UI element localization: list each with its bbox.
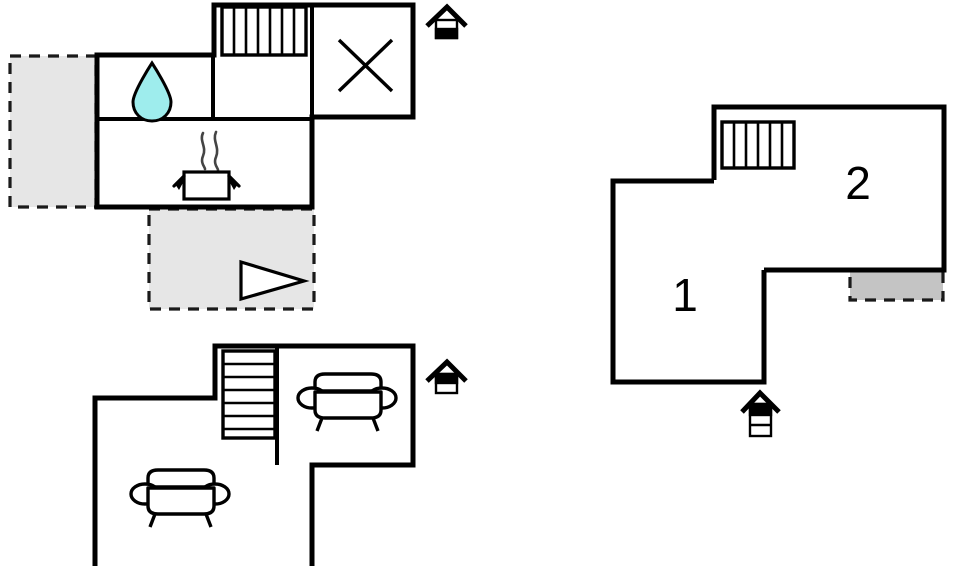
stairs-icon-lower [221, 349, 277, 440]
room-block-east [312, 4, 414, 117]
floor-1-outline [610, 178, 767, 385]
house-entrance-icon-lower [425, 358, 468, 395]
stairs-icon-overview [720, 120, 796, 170]
lower-floor-outer-wall [92, 343, 416, 566]
terrace-overview [848, 268, 945, 302]
cooking-pot-icon [172, 130, 241, 201]
plan-overview: 1 2 [610, 104, 947, 438]
x-cross-icon [337, 38, 394, 93]
house-entrance-icon-overview [740, 389, 781, 438]
stairs-icon-upper [220, 5, 308, 57]
water-drop-icon [131, 60, 173, 123]
plan-lower-floor [92, 343, 468, 566]
sofa-icon-upper-room [296, 372, 398, 432]
floor-number-1: 1 [672, 269, 698, 321]
floor-2-outline [711, 104, 947, 273]
floor-number-2: 2 [845, 157, 871, 209]
sofa-icon-main-room [129, 468, 231, 528]
terrace-south [147, 207, 316, 311]
view-direction-arrow-icon [239, 259, 310, 302]
upper-floor-outer-wall [94, 2, 416, 210]
terrace-west [8, 54, 98, 209]
plan-upper-floor [8, 2, 468, 311]
house-entrance-icon-upper [425, 3, 468, 40]
